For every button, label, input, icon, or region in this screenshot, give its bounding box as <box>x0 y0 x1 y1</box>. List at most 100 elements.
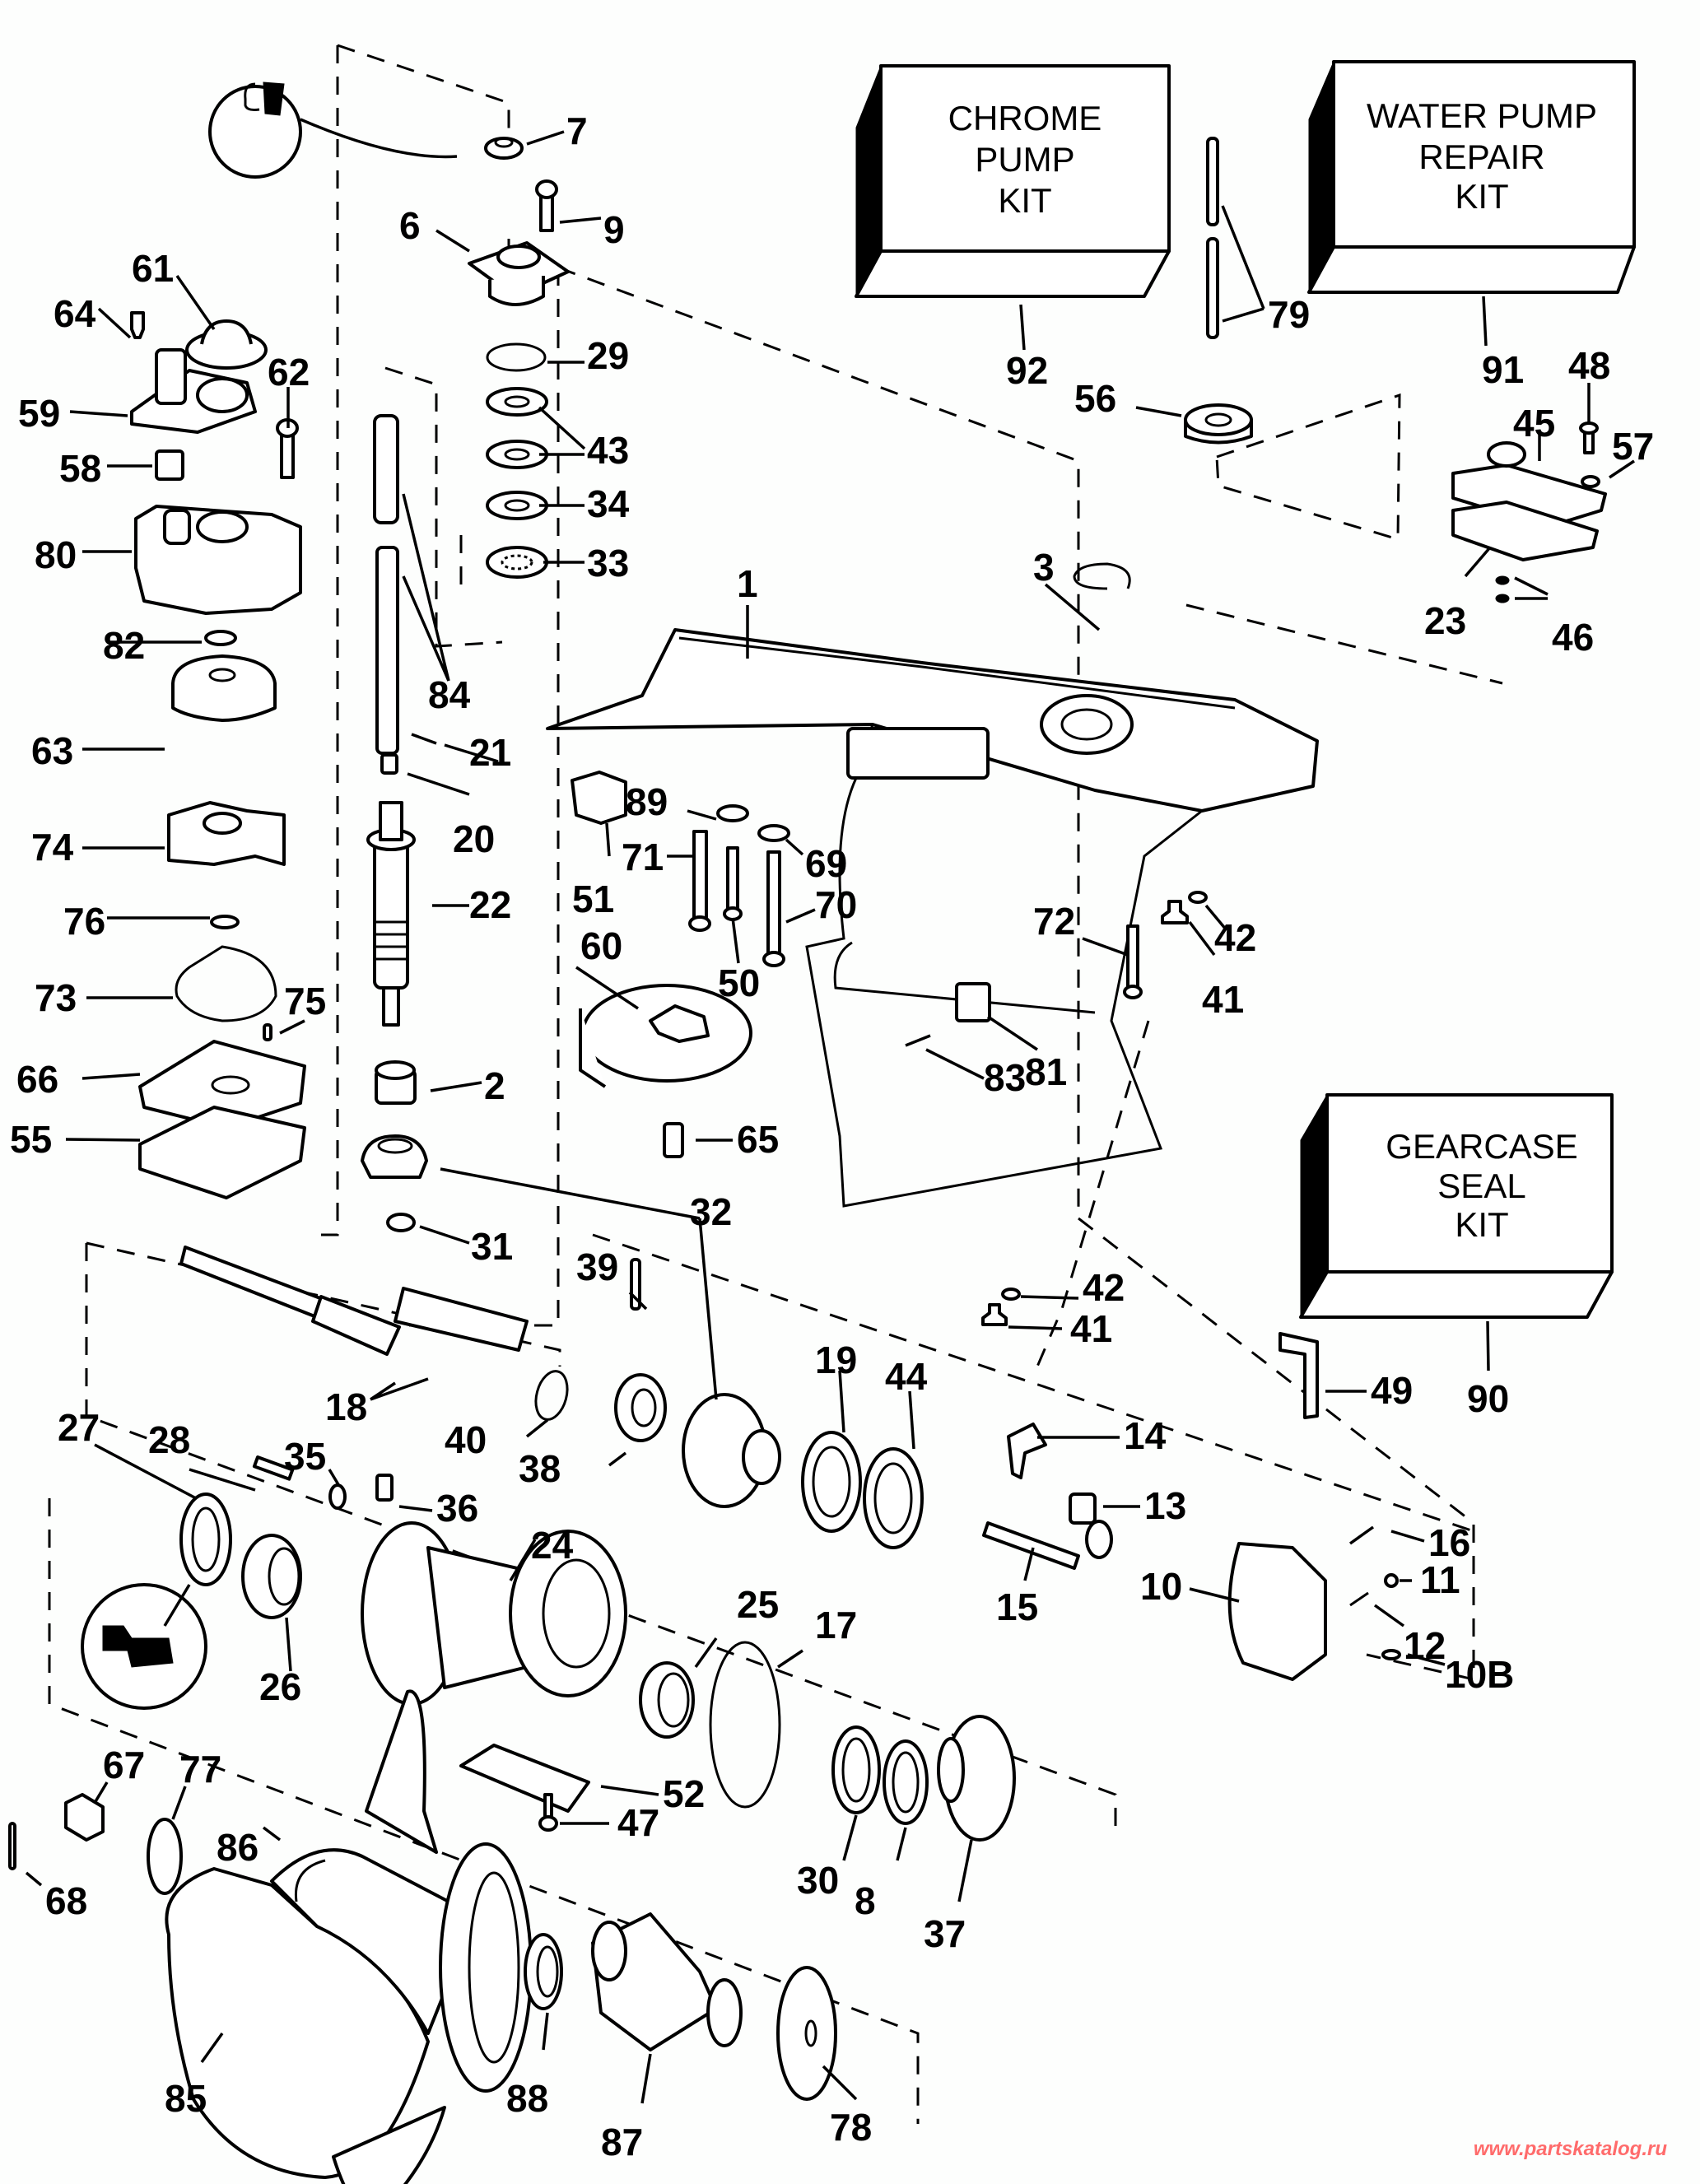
part-62-screw[interactable] <box>276 418 299 479</box>
part-10-bearing-housing[interactable] <box>1227 1542 1327 1681</box>
callout-74[interactable]: 74 <box>31 826 74 868</box>
part-42-washer-lower[interactable] <box>1001 1288 1021 1301</box>
callout-24[interactable]: 24 <box>531 1524 574 1567</box>
part-3-retaining-ring[interactable] <box>1073 562 1131 590</box>
callout-9[interactable]: 9 <box>603 208 625 251</box>
part-40-ring[interactable] <box>531 1367 572 1423</box>
callout-52[interactable]: 52 <box>663 1772 705 1815</box>
part-16-pin[interactable] <box>1348 1525 1375 1545</box>
part-36-key[interactable] <box>375 1474 394 1502</box>
part-9-screw[interactable] <box>535 179 558 232</box>
callout-10[interactable]: 10 <box>1140 1565 1182 1608</box>
watermark-link[interactable]: www.partskatalog.ru <box>1473 2138 1667 2160</box>
part-49-shift-rod[interactable] <box>1278 1332 1319 1419</box>
part-2-bearing[interactable] <box>375 1060 417 1105</box>
callout-11[interactable]: 11 <box>1420 1558 1460 1601</box>
callout-49[interactable]: 49 <box>1371 1369 1413 1412</box>
callout-28[interactable]: 28 <box>148 1418 190 1461</box>
callout-6[interactable]: 6 <box>399 204 421 247</box>
part-70-screw[interactable] <box>762 850 785 967</box>
part-73-seal[interactable] <box>175 945 277 1022</box>
callout-82[interactable]: 82 <box>103 624 145 667</box>
callout-8[interactable]: 8 <box>855 1879 876 1922</box>
callout-26[interactable]: 26 <box>259 1665 301 1708</box>
callout-84[interactable]: 84 <box>428 673 471 716</box>
part-64-screw[interactable] <box>130 311 145 339</box>
callout-78[interactable]: 78 <box>830 2106 872 2149</box>
callout-32[interactable]: 32 <box>690 1190 732 1233</box>
callout-77[interactable]: 77 <box>179 1748 221 1791</box>
part-80-water-pump-housing[interactable] <box>134 505 302 615</box>
part-32-pinion-gear[interactable] <box>361 1134 428 1179</box>
callout-65[interactable]: 65 <box>737 1118 779 1161</box>
part-87-hub-adapter[interactable] <box>591 1912 743 2051</box>
callout-44[interactable]: 44 <box>885 1355 928 1398</box>
callout-72[interactable]: 72 <box>1033 900 1075 943</box>
part-60-trim-tab[interactable] <box>579 984 752 1088</box>
callout-37[interactable]: 37 <box>924 1912 966 1955</box>
callout-63[interactable]: 63 <box>31 729 73 772</box>
callout-47[interactable]: 47 <box>617 1801 659 1844</box>
part-56-grommet[interactable] <box>1184 403 1253 445</box>
part-76-o-ring[interactable] <box>210 915 240 929</box>
part-67-nut[interactable] <box>64 1793 105 1842</box>
callout-2[interactable]: 2 <box>484 1064 505 1107</box>
callout-12[interactable]: 12 <box>1404 1624 1446 1667</box>
callout-19[interactable]: 19 <box>815 1339 857 1381</box>
callout-41-upper[interactable]: 41 <box>1202 978 1244 1021</box>
callout-68[interactable]: 68 <box>45 1879 87 1922</box>
part-1-gearcase[interactable] <box>546 628 1319 1208</box>
part-52-retainer-plate[interactable] <box>459 1744 590 1813</box>
part-11-ball[interactable] <box>1384 1573 1399 1588</box>
part-19-thrust-bearing[interactable] <box>801 1431 862 1533</box>
part-41-plug-upper[interactable] <box>1161 900 1189 924</box>
callout-58[interactable]: 58 <box>59 447 101 490</box>
callout-14[interactable]: 14 <box>1124 1414 1167 1457</box>
callout-10B[interactable]: 10B <box>1445 1653 1514 1696</box>
callout-33[interactable]: 33 <box>587 542 629 584</box>
part-23-gasket[interactable] <box>1451 501 1599 561</box>
part-33-thrust-bearing[interactable] <box>486 546 548 579</box>
part-7-seal[interactable] <box>484 137 524 160</box>
part-86-hub[interactable] <box>439 1842 533 2093</box>
part-42-washer-upper[interactable] <box>1188 891 1208 904</box>
callout-50[interactable]: 50 <box>718 962 760 1004</box>
callout-36[interactable]: 36 <box>436 1487 478 1530</box>
callout-64[interactable]: 64 <box>54 292 96 335</box>
part-14-shift-lever[interactable] <box>1007 1423 1047 1479</box>
part-20-spring[interactable] <box>380 753 398 775</box>
callout-21[interactable]: 21 <box>469 731 511 774</box>
part-51-anode[interactable] <box>571 771 627 825</box>
callout-51[interactable]: 51 <box>572 878 614 920</box>
part-72-screw[interactable] <box>1123 924 1143 999</box>
callout-15[interactable]: 15 <box>996 1586 1038 1628</box>
part-17-o-ring[interactable] <box>709 1641 781 1809</box>
part-57-washer[interactable] <box>1581 475 1600 488</box>
part-88-spacer[interactable] <box>524 1933 563 2010</box>
callout-41-lower[interactable]: 41 <box>1070 1307 1112 1350</box>
part-77-spacer[interactable] <box>147 1818 183 1895</box>
part-13-cradle[interactable] <box>1069 1492 1097 1525</box>
callout-34[interactable]: 34 <box>587 482 630 525</box>
callout-69[interactable]: 69 <box>805 842 847 885</box>
part-66-plate[interactable] <box>138 1040 306 1129</box>
callout-29[interactable]: 29 <box>587 334 629 377</box>
part-44-thrust-washer[interactable] <box>863 1447 924 1549</box>
callout-17[interactable]: 17 <box>815 1604 857 1646</box>
kit-box-water-pump-repair[interactable]: WATER PUMP REPAIR KIT <box>1307 60 1636 347</box>
callout-79[interactable]: 79 <box>1268 293 1310 336</box>
callout-30[interactable]: 30 <box>797 1859 839 1902</box>
callout-61[interactable]: 61 <box>132 247 174 290</box>
part-69-washer[interactable] <box>757 824 790 842</box>
part-89-washer[interactable] <box>716 804 749 822</box>
callout-3[interactable]: 3 <box>1033 546 1055 589</box>
part-37-reverse-gear[interactable] <box>937 1715 1016 1842</box>
part-25-bearing[interactable] <box>639 1661 695 1739</box>
part-38-clutch-dog[interactable] <box>614 1373 667 1442</box>
callout-75[interactable]: 75 <box>284 980 326 1022</box>
part-35-washer[interactable] <box>328 1483 347 1510</box>
part-71-screw[interactable] <box>688 830 711 932</box>
part-21-pin[interactable] <box>411 733 437 745</box>
callout-42-upper[interactable]: 42 <box>1214 916 1256 959</box>
callout-92[interactable]: 92 <box>1006 349 1048 392</box>
